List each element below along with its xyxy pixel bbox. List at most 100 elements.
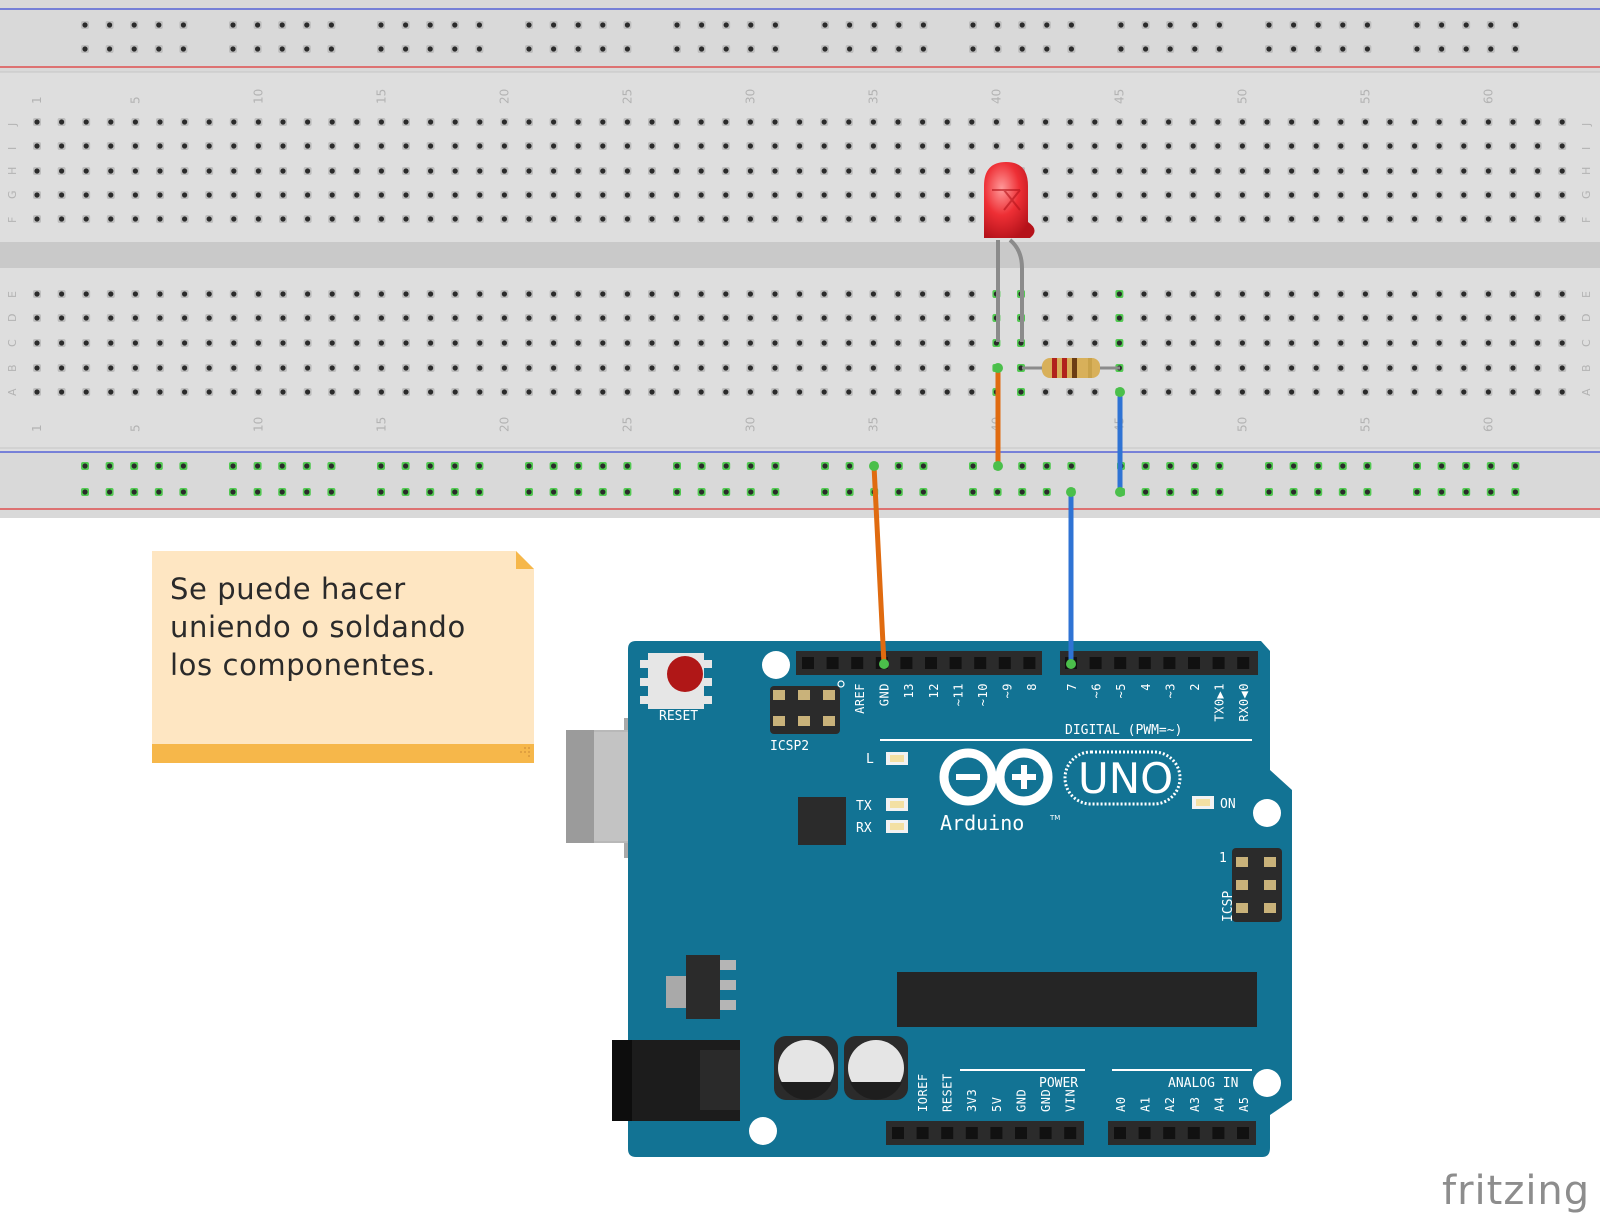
pin-label: RESET	[941, 1073, 955, 1112]
svg-text:40: 40	[989, 89, 1003, 104]
power-header[interactable]	[886, 1121, 1084, 1145]
svg-text:J: J	[1580, 123, 1593, 127]
svg-text:25: 25	[620, 417, 634, 432]
header-pin[interactable]	[826, 657, 839, 669]
atmega-chip	[897, 972, 1257, 1027]
pin-label: ~5	[1114, 683, 1128, 698]
header-pin[interactable]	[1138, 657, 1151, 669]
header-pin[interactable]	[1114, 657, 1127, 669]
svg-text:30: 30	[743, 89, 757, 104]
header-pin[interactable]	[900, 657, 913, 669]
header-pin[interactable]	[925, 657, 937, 669]
svg-text:J: J	[6, 123, 19, 127]
analog-header[interactable]	[1108, 1121, 1256, 1145]
svg-text:F: F	[6, 217, 19, 223]
svg-text:5: 5	[128, 96, 142, 104]
header-pin[interactable]	[1212, 1127, 1225, 1139]
header-pin[interactable]	[1163, 1127, 1176, 1139]
svg-text:1: 1	[30, 96, 44, 104]
mounting-hole	[1253, 1069, 1281, 1097]
header-pin[interactable]	[998, 657, 1011, 669]
svg-text:15: 15	[374, 417, 388, 432]
digital-header-right[interactable]	[1060, 651, 1258, 675]
pin-label: IOREF	[916, 1073, 930, 1112]
sticky-note[interactable]	[152, 551, 534, 763]
model-text: UNO	[1078, 754, 1173, 803]
resistor[interactable]	[1022, 358, 1120, 378]
header-pin[interactable]	[941, 1127, 954, 1139]
icsp-pin1-label: 1	[1219, 851, 1227, 866]
svg-text:C: C	[6, 339, 19, 347]
note-line: Se puede hacer	[170, 572, 406, 606]
header-pin[interactable]	[916, 1127, 929, 1139]
pin-label: ~6	[1090, 683, 1104, 698]
voltage-regulator	[666, 955, 736, 1019]
header-pin[interactable]	[892, 1127, 904, 1139]
header-pin[interactable]	[949, 657, 962, 669]
pin-label: A0	[1114, 1097, 1128, 1112]
breadboard-labels: 1155101015152020252530303535404045455050…	[6, 89, 1593, 432]
header-pin[interactable]	[1039, 1127, 1052, 1139]
header-pin[interactable]	[1237, 1127, 1249, 1139]
red-led[interactable]	[984, 162, 1035, 342]
header-pin[interactable]	[974, 657, 987, 669]
mounting-hole	[749, 1117, 777, 1145]
reset-button[interactable]	[640, 653, 712, 709]
pin-label: A5	[1237, 1097, 1251, 1112]
header-pin[interactable]	[1237, 657, 1250, 669]
icsp2-header	[770, 680, 845, 734]
header-pin[interactable]	[1138, 1127, 1151, 1139]
capacitor	[844, 1036, 908, 1100]
header-pin[interactable]	[1163, 657, 1176, 669]
header-pin[interactable]	[1188, 657, 1200, 669]
pin-label: A4	[1212, 1097, 1226, 1112]
header-pin[interactable]	[802, 657, 814, 669]
svg-text:B: B	[6, 364, 19, 372]
usb-chip	[798, 797, 846, 845]
header-pin[interactable]	[851, 657, 864, 669]
svg-text:G: G	[6, 190, 19, 199]
orange-wire-gnd	[871, 463, 887, 667]
rx-led-label: RX	[856, 821, 872, 836]
header-pin[interactable]	[1015, 1127, 1027, 1139]
pin-label: 8	[1025, 683, 1039, 691]
board-pcb	[628, 641, 1292, 1157]
header-pin[interactable]	[1212, 657, 1225, 669]
header-pin[interactable]	[1023, 657, 1036, 669]
svg-text:35: 35	[866, 417, 880, 432]
header-pin[interactable]	[965, 1127, 978, 1139]
pin-label: ~3	[1163, 683, 1177, 698]
arduino-logo	[939, 748, 1053, 806]
header-pin[interactable]	[1064, 1127, 1077, 1139]
digital-header-left[interactable]	[796, 651, 1042, 675]
pin-label: ~10	[976, 683, 990, 706]
header-pin[interactable]	[1114, 1127, 1126, 1139]
pin-label: 2	[1188, 683, 1202, 691]
svg-text:20: 20	[497, 89, 511, 104]
pin-label: AREF	[853, 683, 867, 714]
svg-text:45: 45	[1112, 89, 1126, 104]
svg-text:60: 60	[1481, 89, 1495, 104]
pin-label: 12	[927, 683, 941, 698]
l-led-label: L	[866, 752, 874, 767]
svg-text:E: E	[6, 291, 19, 298]
svg-text:G: G	[1580, 190, 1593, 199]
svg-text:50: 50	[1235, 89, 1249, 104]
reset-label: RESET	[659, 709, 698, 724]
svg-text:D: D	[6, 314, 19, 322]
digital-section-label: DIGITAL (PWM=~)	[1065, 723, 1182, 738]
svg-text:15: 15	[374, 89, 388, 104]
header-pin[interactable]	[1187, 1127, 1200, 1139]
svg-text:H: H	[1580, 167, 1593, 175]
pin-label: 7	[1065, 683, 1079, 691]
header-pin[interactable]	[1089, 657, 1102, 669]
pin-label: ~9	[1001, 683, 1015, 698]
mounting-hole	[762, 651, 790, 679]
header-pin[interactable]	[990, 1127, 1003, 1139]
note-line: uniendo o soldando	[170, 610, 466, 644]
sticky-note-text: Se puede hacer uniendo o soldando los co…	[170, 570, 510, 684]
